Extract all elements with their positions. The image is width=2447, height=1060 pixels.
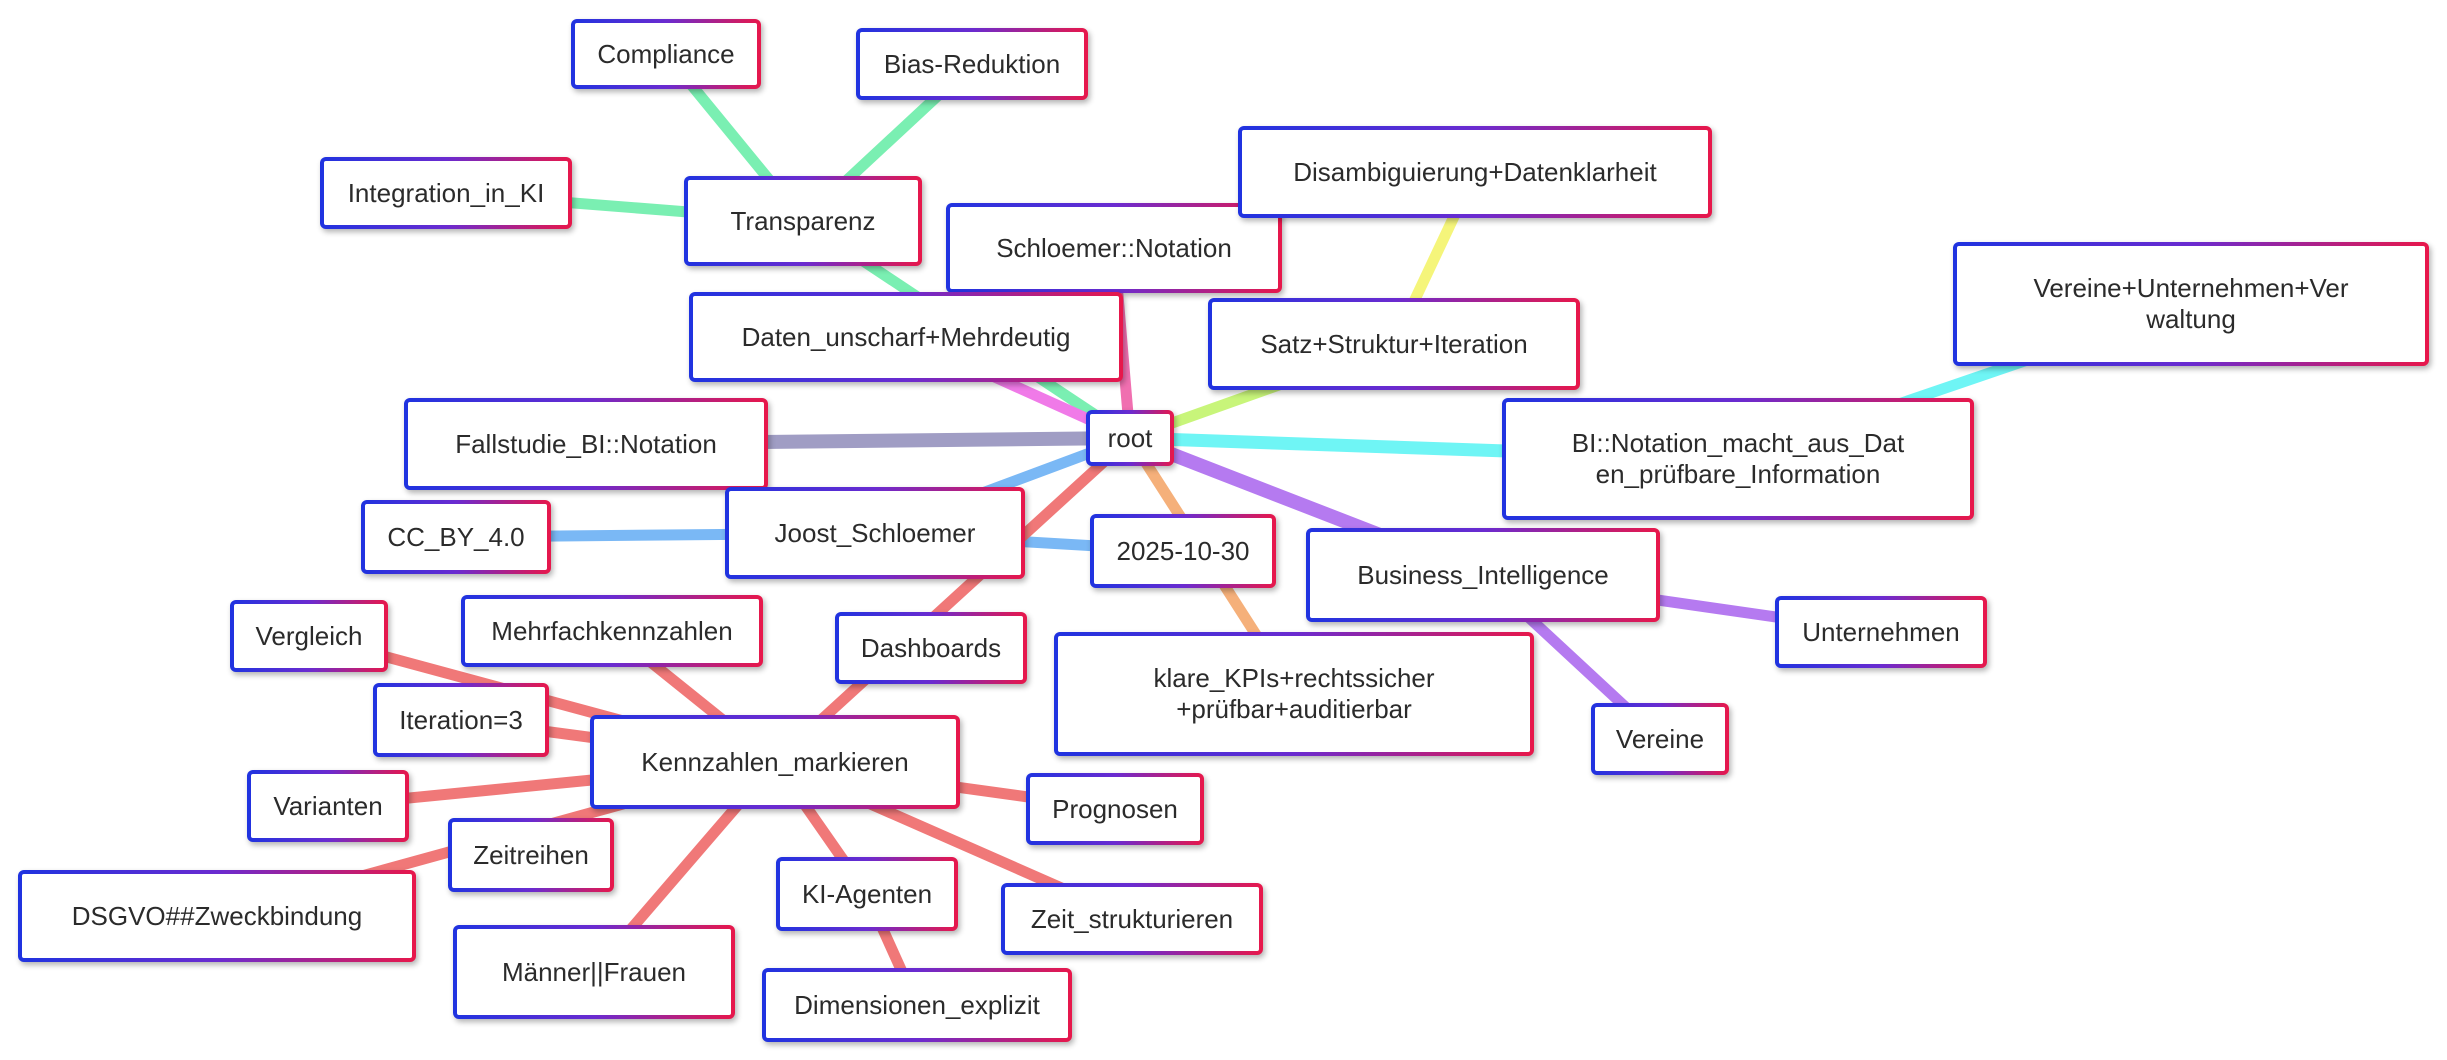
node-dsgvo[interactable]: DSGVO##Zweckbindung [18,870,416,962]
node-label: CC_BY_4.0 [387,521,525,552]
node-disambiguierung[interactable]: Disambiguierung+Datenklarheit [1238,126,1712,218]
node-dashboards[interactable]: Dashboards [835,612,1027,684]
node-mehrfachkennzahlen[interactable]: Mehrfachkennzahlen [461,595,763,667]
node-joost[interactable]: Joost_Schloemer [725,487,1025,579]
node-label: Vergleich [255,620,363,651]
node-vergleich[interactable]: Vergleich [230,600,388,672]
node-prognosen[interactable]: Prognosen [1026,773,1204,845]
node-daten-unscharf[interactable]: Daten_unscharf+Mehrdeutig [689,292,1123,382]
node-cc-by[interactable]: CC_BY_4.0 [361,500,551,574]
node-label: root [1107,422,1153,453]
node-label: Varianten [273,790,383,821]
node-label: Männer||Frauen [501,956,687,987]
node-datum[interactable]: 2025-10-30 [1090,514,1276,588]
node-varianten[interactable]: Varianten [247,770,409,842]
node-label: Transparenz [730,205,876,236]
edge-root-to-kennzahlen [769,432,1136,768]
node-label: Disambiguierung+Datenklarheit [1293,156,1657,187]
node-label: Compliance [597,38,735,69]
node-label: Unternehmen [1802,616,1960,647]
node-klare-kpis[interactable]: klare_KPIs+rechtssicher+prüfbar+auditier… [1054,632,1534,756]
node-label: Integration_in_KI [347,177,545,208]
node-label: Dashboards [860,632,1002,663]
node-zeit-strukturieren[interactable]: Zeit_strukturieren [1001,883,1263,955]
node-zeitreihen[interactable]: Zeitreihen [448,818,614,892]
node-transparenz[interactable]: Transparenz [684,176,922,266]
node-label: Joost_Schloemer [774,517,976,548]
node-schloemer-notation[interactable]: Schloemer::Notation [946,203,1282,293]
node-business-intelligence[interactable]: Business_Intelligence [1306,528,1660,622]
node-label: Zeitreihen [473,839,589,870]
node-label: KI-Agenten [801,878,933,909]
node-label: Vereine [1615,723,1705,754]
node-unternehmen[interactable]: Unternehmen [1775,596,1987,668]
node-label: klare_KPIs+rechtssicher+prüfbar+auditier… [1153,663,1435,724]
node-ki-agenten[interactable]: KI-Agenten [776,857,958,931]
node-label: Fallstudie_BI::Notation [455,428,717,459]
node-label: Bias-Reduktion [883,48,1061,79]
node-dimensionen[interactable]: Dimensionen_explizit [762,968,1072,1042]
node-label: Satz+Struktur+Iteration [1260,328,1528,359]
node-label: DSGVO##Zweckbindung [71,900,363,931]
node-label: Schloemer::Notation [996,232,1232,263]
node-label: Dimensionen_explizit [794,989,1040,1020]
node-label: Prognosen [1052,793,1178,824]
node-satz-struktur[interactable]: Satz+Struktur+Iteration [1208,298,1580,390]
node-label: Mehrfachkennzahlen [491,615,733,646]
node-label: Zeit_strukturieren [1030,903,1234,934]
node-label: Business_Intelligence [1357,559,1609,590]
node-label: Kennzahlen_markieren [641,746,909,777]
node-fallstudie[interactable]: Fallstudie_BI::Notation [404,398,768,490]
node-bias[interactable]: Bias-Reduktion [856,28,1088,100]
node-compliance[interactable]: Compliance [571,19,761,89]
node-label: Iteration=3 [399,704,523,735]
node-vereine[interactable]: Vereine [1591,703,1729,775]
node-maenner-frauen[interactable]: Männer||Frauen [453,925,735,1019]
node-iteration3[interactable]: Iteration=3 [373,683,549,757]
node-label: 2025-10-30 [1116,535,1250,566]
node-kennzahlen[interactable]: Kennzahlen_markieren [590,715,960,809]
node-integration[interactable]: Integration_in_KI [320,157,572,229]
node-label: Daten_unscharf+Mehrdeutig [741,321,1071,352]
node-root[interactable]: root [1086,410,1174,466]
